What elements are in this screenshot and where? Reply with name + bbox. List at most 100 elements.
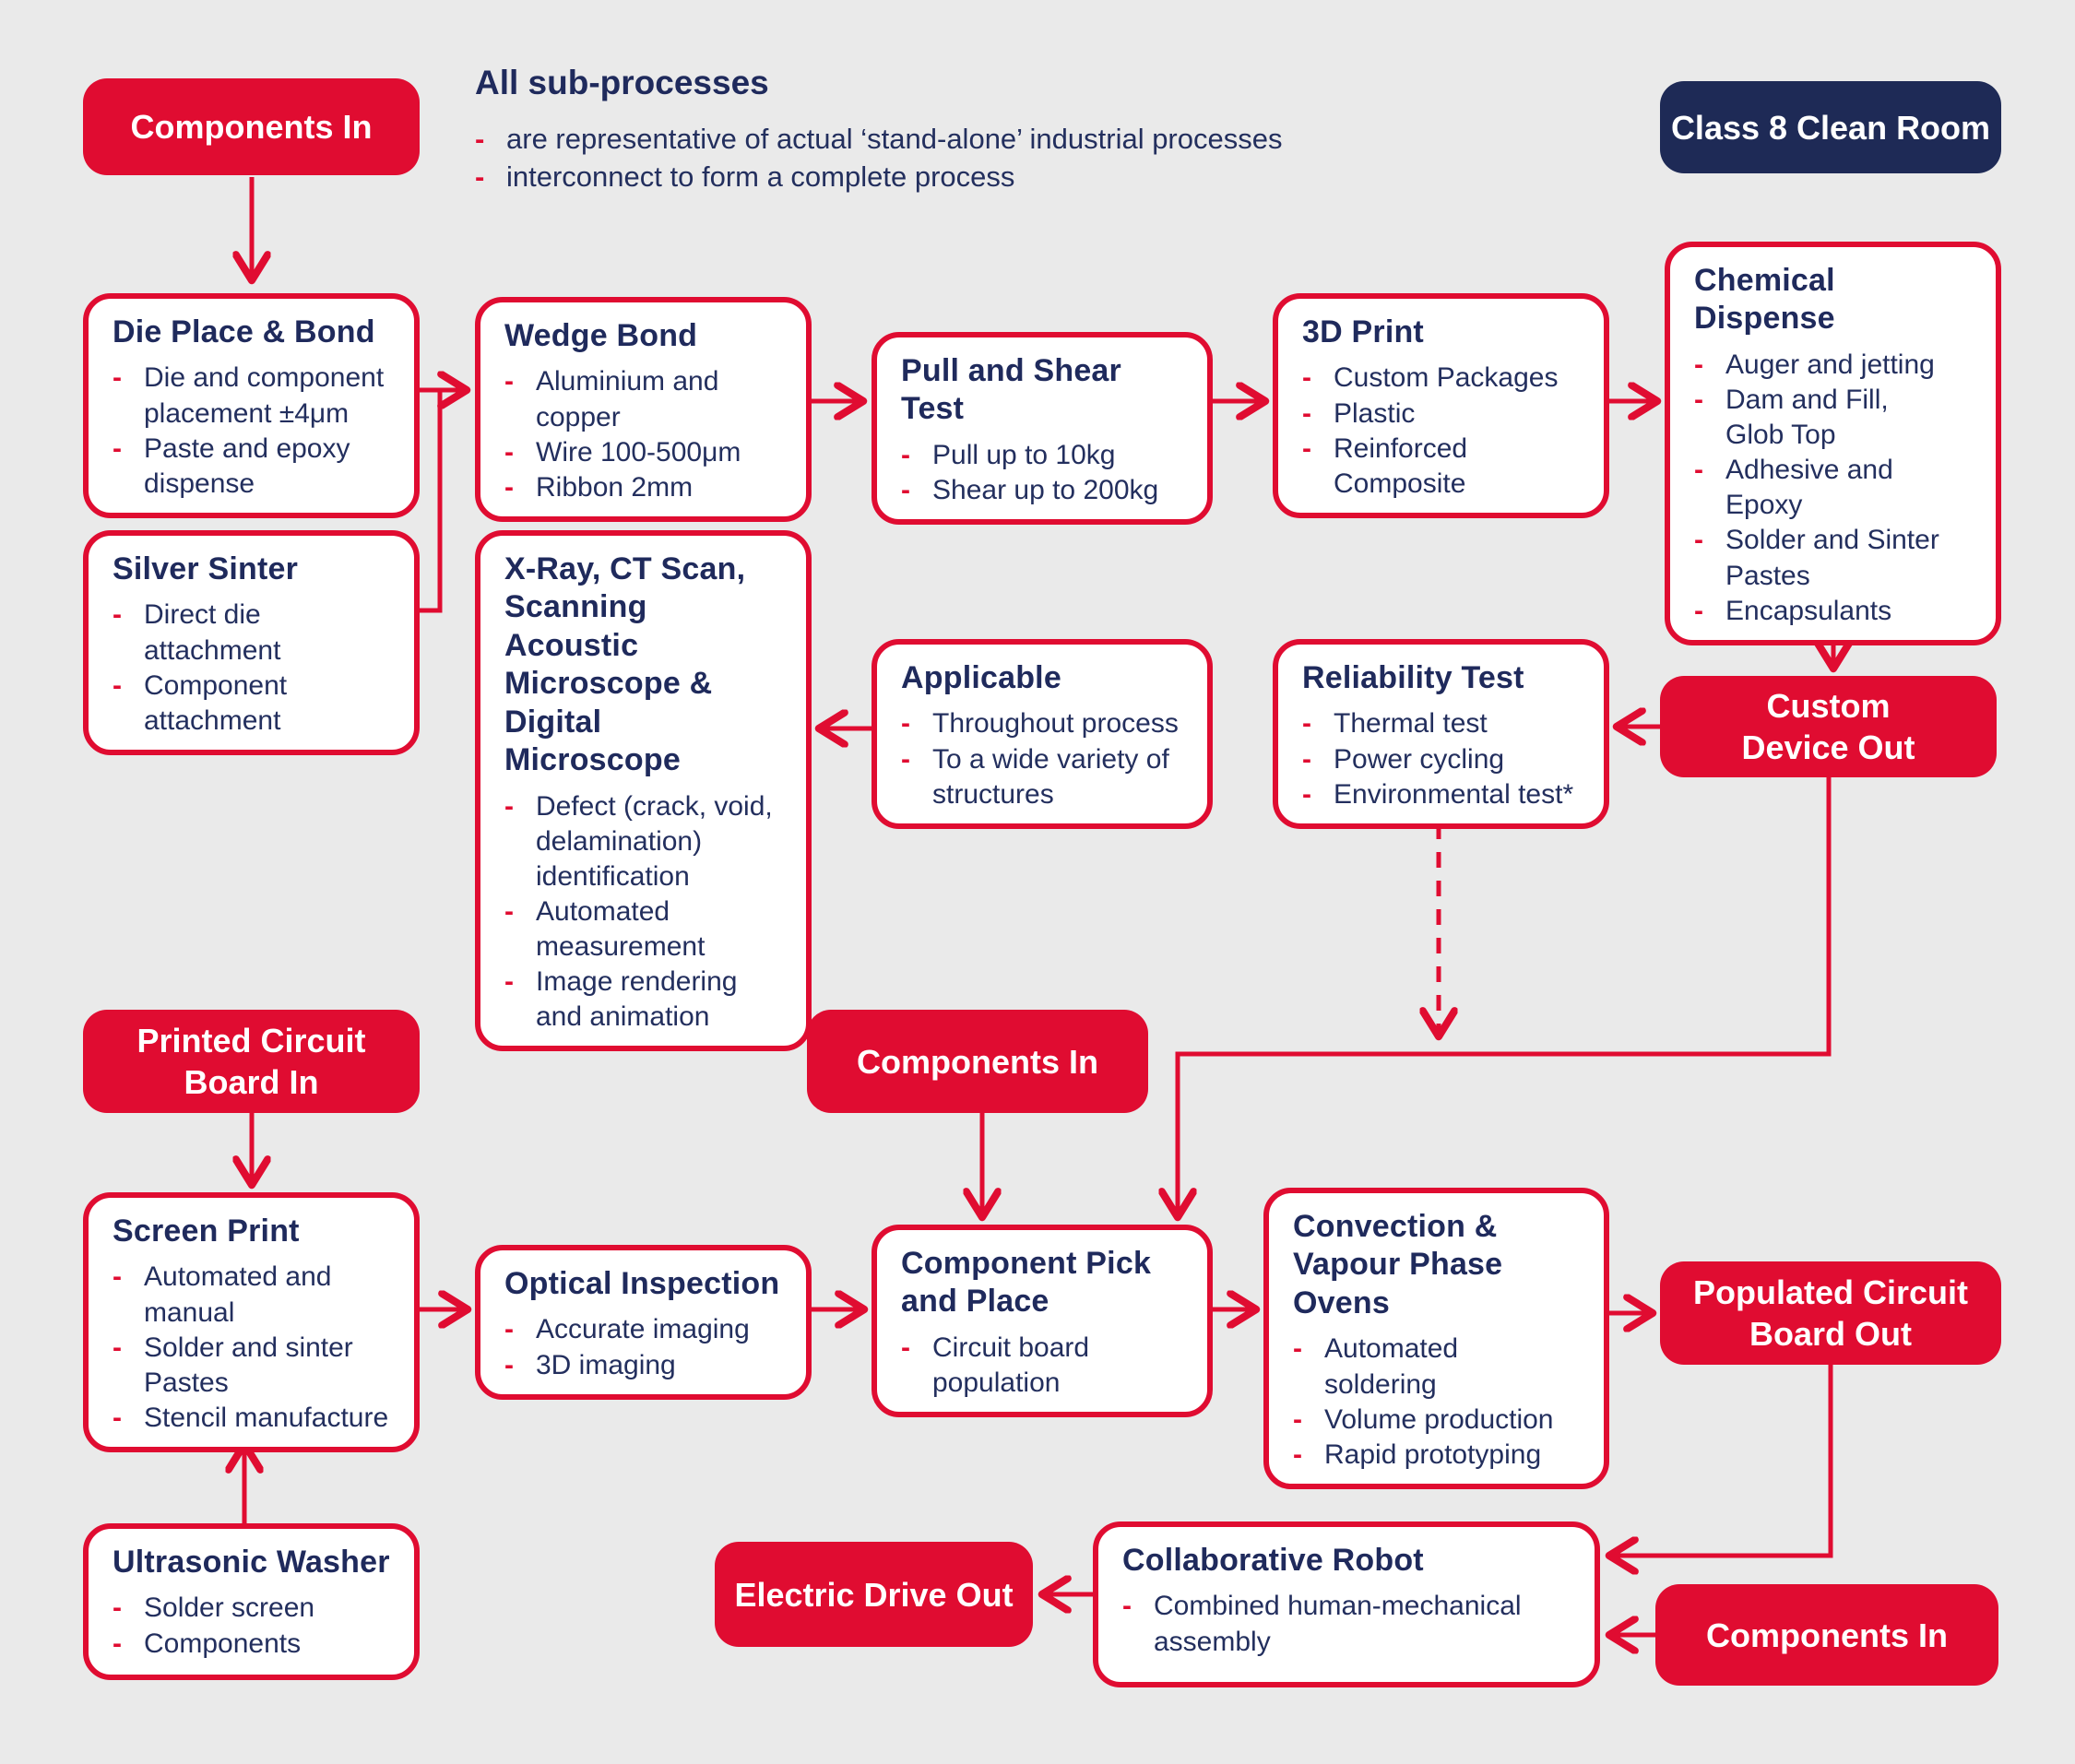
bullet-list: -Combined human-mechanical assembly (1122, 1589, 1576, 1659)
bullet-dash: - (113, 362, 122, 394)
bullet-item: -Shear up to 200kg (901, 473, 1189, 508)
bullet-list: -Automated and manual-Solder and sinter … (113, 1260, 396, 1435)
box-title: Reliability Test (1302, 660, 1524, 695)
connector-silver-sinter-junction (420, 390, 443, 613)
bullet-dash: - (113, 432, 122, 464)
bullet-list: -Die and component placement ±4μm-Paste … (113, 361, 396, 501)
bullet-text: Defect (crack, void, delamination) ident… (536, 790, 773, 892)
bullet-list: -Solder screen-Components (113, 1591, 396, 1661)
bullet-list: -Circuit board population (901, 1331, 1189, 1401)
pill-printed-circuit-board-in: Printed Circuit Board In (83, 1010, 420, 1113)
bullet-item: -Automated and manual (113, 1260, 396, 1330)
bullet-dash: - (113, 599, 122, 631)
bullet-item: -interconnect to form a complete process (475, 159, 1563, 196)
bullet-text: Reinforced Composite (1334, 432, 1468, 499)
bullet-list: -Thermal test-Power cycling-Environmenta… (1302, 706, 1585, 811)
bullet-item: -Dam and Fill, Glob Top (1694, 383, 1977, 453)
bullet-item: -Accurate imaging (504, 1312, 788, 1347)
bullet-item: -Auger and jetting (1694, 348, 1977, 383)
bullet-dash: - (901, 475, 910, 506)
bullet-text: Components (144, 1628, 302, 1659)
bullet-list: -Accurate imaging-3D imaging (504, 1312, 788, 1382)
bullet-text: 3D imaging (536, 1349, 676, 1380)
bullet-item: -Direct die attachment (113, 598, 396, 668)
bullet-item: -Thermal test (1302, 706, 1585, 741)
bullet-text: Component attachment (144, 669, 288, 736)
process-box-pull-and-shear-test: Pull and Shear Test -Pull up to 10kg-She… (872, 332, 1213, 526)
bullet-item: -3D imaging (504, 1348, 788, 1383)
bullet-text: Rapid prototyping (1324, 1438, 1542, 1470)
bullet-dash: - (504, 790, 514, 822)
bullet-dash: - (475, 122, 485, 155)
bullet-list: -Pull up to 10kg-Shear up to 200kg (901, 438, 1189, 508)
process-box-wedge-bond: Wedge Bond -Aluminium and copper-Wire 10… (475, 297, 812, 522)
box-title: Wedge Bond (504, 318, 698, 353)
bullet-dash: - (504, 896, 514, 928)
pill-electric-drive-out: Electric Drive Out (715, 1542, 1033, 1647)
bullet-text: Thermal test (1334, 708, 1488, 740)
process-box-component-pick-and-place: Component Pick and Place -Circuit board … (872, 1225, 1213, 1418)
bullet-text: Ribbon 2mm (536, 471, 694, 503)
bullet-text: Shear up to 200kg (932, 475, 1159, 506)
bullet-text: Wire 100-500μm (536, 436, 741, 468)
bullet-item: -Die and component placement ±4μm (113, 361, 396, 431)
bullet-dash: - (113, 1332, 122, 1363)
bullet-item: -Components (113, 1627, 396, 1662)
bullet-item: -are representative of actual ‘stand-alo… (475, 121, 1563, 159)
pill-components-in-bottom: Components In (1655, 1584, 1998, 1686)
bullet-item: -Solder and Sinter Pastes (1694, 523, 1977, 593)
bullet-text: Image rendering and animation (536, 966, 738, 1033)
bullet-dash: - (1302, 397, 1311, 429)
bullet-dash: - (1293, 1438, 1302, 1470)
bullet-dash: - (1293, 1403, 1302, 1435)
all-sub-processes-note: All sub-processes -are representative of… (475, 64, 1563, 196)
bullet-dash: - (901, 743, 910, 775)
bullet-item: -Reinforced Composite (1302, 432, 1585, 502)
box-title: Screen Print (113, 1213, 300, 1249)
bullet-item: -Adhesive and Epoxy (1694, 453, 1977, 523)
bullet-text: Automated measurement (536, 896, 706, 963)
bullet-item: -To a wide variety of structures (901, 742, 1189, 812)
bullet-text: Custom Packages (1334, 362, 1559, 394)
bullet-dash: - (901, 708, 910, 740)
connector-pcb-out-to-collab-robot (1615, 1365, 1833, 1556)
process-box-screen-print: Screen Print -Automated and manual-Solde… (83, 1192, 420, 1452)
box-title: Silver Sinter (113, 551, 299, 586)
bullet-text: Automated and manual (144, 1261, 332, 1328)
pill-populated-circuit-board-out: Populated Circuit Board Out (1660, 1261, 2001, 1365)
bullet-item: -Solder screen (113, 1591, 396, 1626)
bullet-item: -Combined human-mechanical assembly (1122, 1589, 1576, 1659)
bullet-dash: - (1694, 385, 1703, 416)
process-box-collaborative-robot: Collaborative Robot -Combined human-mech… (1093, 1521, 1600, 1687)
bullet-list: -Auger and jetting-Dam and Fill, Glob To… (1694, 348, 1977, 629)
box-title: 3D Print (1302, 314, 1424, 349)
pill-custom-device-out: Custom Device Out (1660, 676, 1997, 777)
bullet-item: -Rapid prototyping (1293, 1438, 1585, 1473)
connector-custom-device-out-to-pick-place (1178, 777, 1832, 1212)
bullet-item: -Custom Packages (1302, 361, 1585, 396)
bullet-item: -Stencil manufacture (113, 1401, 396, 1436)
process-box-optical-inspection: Optical Inspection -Accurate imaging-3D … (475, 1245, 812, 1400)
bullet-list: -Throughout process-To a wide variety of… (901, 706, 1189, 811)
box-title: Optical Inspection (504, 1266, 780, 1301)
bullet-item: -Paste and epoxy dispense (113, 432, 396, 502)
bullet-item: -Wire 100-500μm (504, 435, 788, 470)
bullet-dash: - (1122, 1591, 1132, 1622)
bullet-text: interconnect to form a complete process (506, 160, 1015, 193)
bullet-dash: - (901, 1332, 910, 1363)
process-box-die-place-bond: Die Place & Bond -Die and component plac… (83, 293, 420, 518)
bullet-text: Encapsulants (1725, 595, 1892, 626)
bullet-text: Auger and jetting (1725, 349, 1935, 380)
bullet-item: -Solder and sinter Pastes (113, 1331, 396, 1401)
bullet-text: Solder screen (144, 1592, 315, 1624)
bullet-dash: - (1293, 1333, 1302, 1365)
bullet-dash: - (1302, 743, 1311, 775)
bullet-item: -Image rendering and animation (504, 965, 788, 1035)
bullet-text: Circuit board population (932, 1332, 1090, 1399)
process-box-silver-sinter: Silver Sinter -Direct die attachment- Com… (83, 530, 420, 755)
bullet-text: Die and component placement ±4μm (144, 362, 385, 429)
box-title: Ultrasonic Washer (113, 1545, 390, 1580)
bullet-text: Power cycling (1334, 743, 1505, 775)
bullet-text: Paste and epoxy dispense (144, 432, 350, 499)
